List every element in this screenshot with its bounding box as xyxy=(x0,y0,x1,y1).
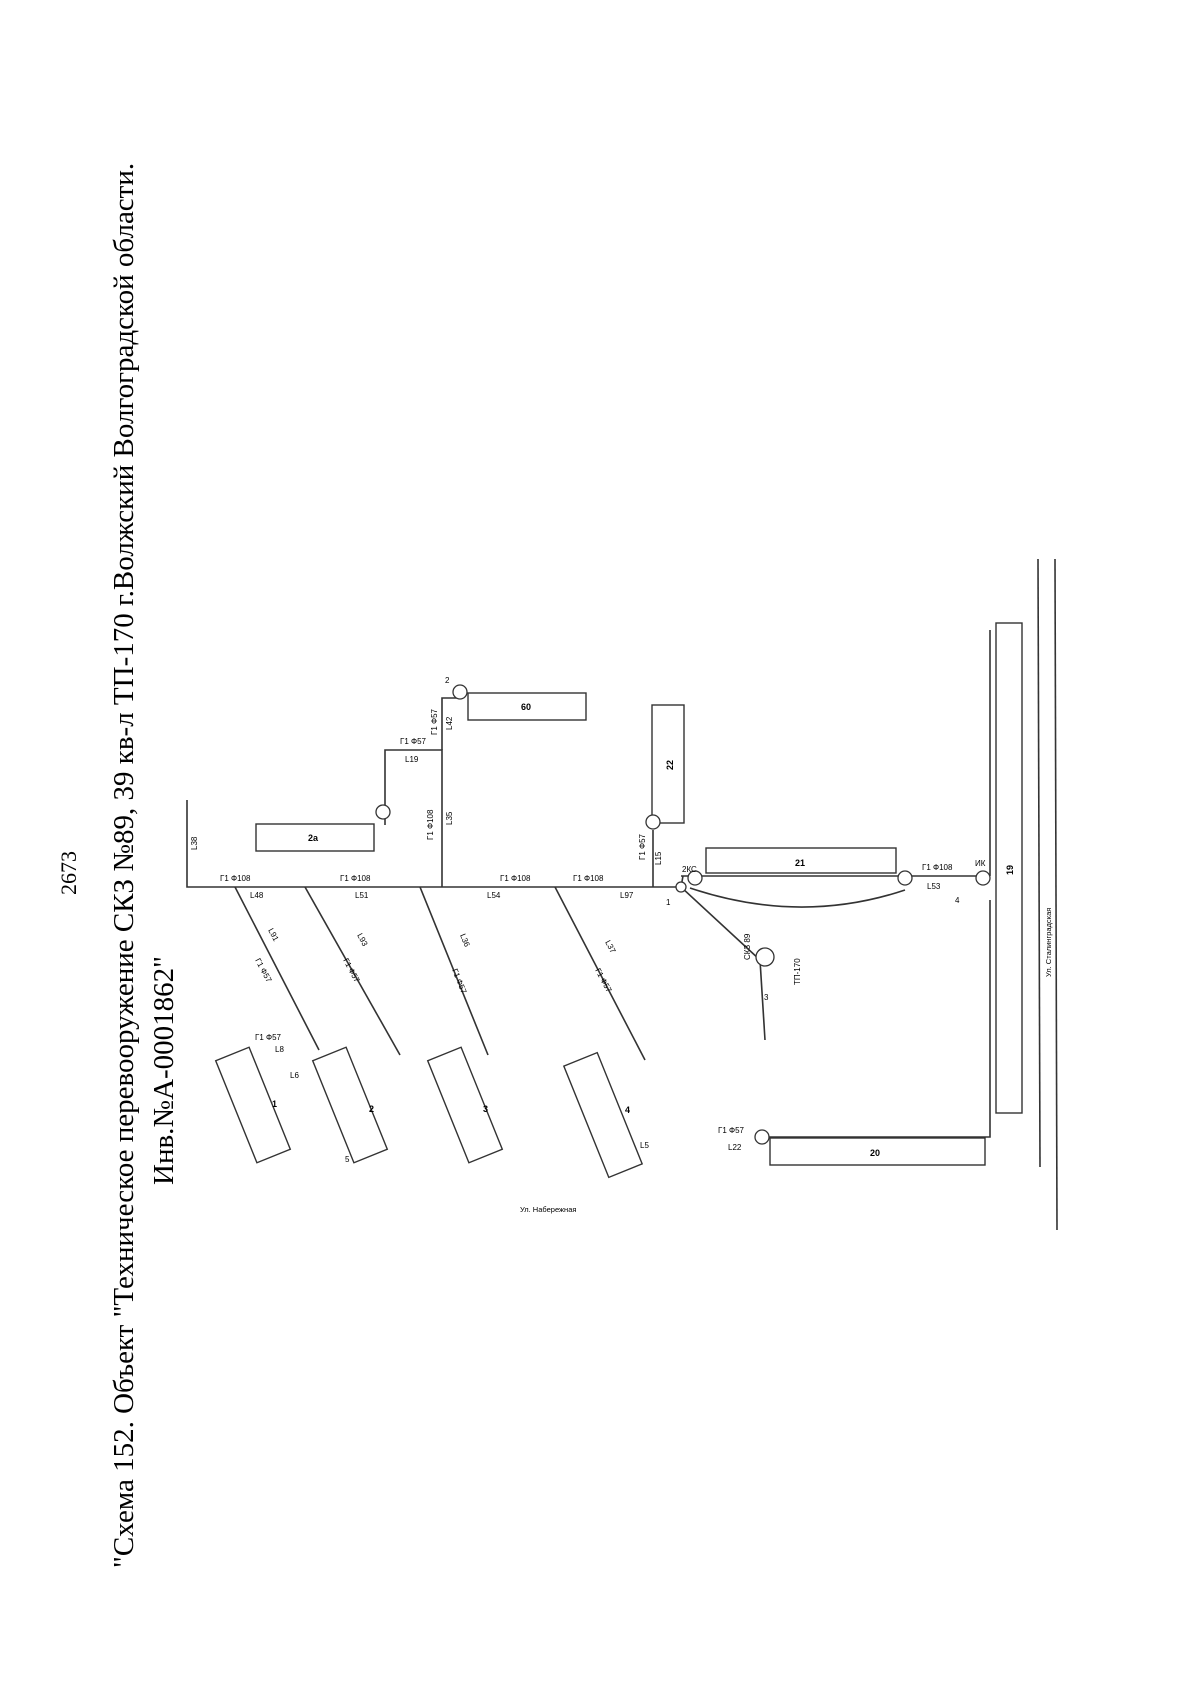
building-19-label: 19 xyxy=(1005,865,1015,875)
label-L15: L15 xyxy=(654,851,663,865)
label-L54: L54 xyxy=(487,891,501,900)
marker-22 xyxy=(645,814,661,830)
building-4-label: 4 xyxy=(625,1105,630,1115)
tap-label-L8: L8 xyxy=(275,1045,284,1054)
street-line-1 xyxy=(1037,558,1041,1168)
skz-station-symbol xyxy=(755,947,775,967)
label-g53: Г1 Ф108 xyxy=(922,863,953,872)
building-2 xyxy=(311,1046,389,1164)
branch-2a xyxy=(384,749,443,887)
marker-2a xyxy=(375,804,391,820)
building-60 xyxy=(467,692,587,721)
branch-2 xyxy=(304,886,401,1056)
building-20 xyxy=(769,1137,986,1166)
label-L53: L53 xyxy=(927,882,941,891)
label-g54: Г1 Ф108 xyxy=(500,874,531,883)
branch-1 xyxy=(234,886,320,1051)
label-L51: L51 xyxy=(355,891,369,900)
trunk-node xyxy=(675,881,687,893)
station-cable xyxy=(759,959,766,1041)
marker-label-2: 2 xyxy=(445,676,450,685)
label-L35: L35 xyxy=(445,811,454,825)
tp-label: ТП-170 xyxy=(793,958,802,985)
station-link xyxy=(680,886,761,961)
label-g51: Г1 Ф108 xyxy=(340,874,371,883)
building-22-label: 22 xyxy=(665,760,675,770)
building-22 xyxy=(651,704,685,824)
label-g15: Г1 Ф57 xyxy=(638,833,647,860)
label-g93: Г1 Ф57 xyxy=(341,957,361,985)
label-g48: Г1 Ф108 xyxy=(220,874,251,883)
building-2a-label: 2а xyxy=(308,833,319,843)
building-21 xyxy=(705,847,897,874)
label-g42: Г1 Ф57 xyxy=(430,708,439,735)
label-g97: Г1 Ф108 xyxy=(573,874,604,883)
building-19 xyxy=(995,622,1023,1114)
marker-21-right xyxy=(897,870,913,886)
label-L91: L91 xyxy=(266,927,280,943)
anode-cable xyxy=(689,887,906,908)
label-g22: Г1 Ф57 xyxy=(718,1126,745,1135)
label-L38: L38 xyxy=(190,836,199,850)
tap-label-g: Г1 Ф57 xyxy=(255,1033,282,1042)
label-L22: L22 xyxy=(728,1143,742,1152)
tap-label-L6: L6 xyxy=(290,1071,299,1080)
marker-label-ikp: ИК xyxy=(975,859,986,868)
main-pipeline xyxy=(186,800,681,888)
line-20 xyxy=(760,900,991,1138)
building-2a xyxy=(255,823,375,852)
marker-label-4: 4 xyxy=(955,896,960,905)
label-L97: L97 xyxy=(620,891,634,900)
label-g35: Г1 Ф108 xyxy=(426,809,435,840)
building-2-label: 2 xyxy=(369,1104,374,1114)
label-L36: L36 xyxy=(458,932,472,948)
label-L37: L37 xyxy=(603,939,617,955)
label-g37: Г1 Ф57 xyxy=(593,967,613,995)
marker-20 xyxy=(754,1129,770,1145)
building-3-label: 3 xyxy=(483,1104,488,1114)
label-g91: Г1 Ф57 xyxy=(253,957,273,985)
marker-label-3: 3 xyxy=(764,993,769,1002)
building-3 xyxy=(426,1046,504,1164)
street-naberezhnaya-label: Ул. Набережная xyxy=(520,1205,576,1214)
label-L42: L42 xyxy=(445,716,454,730)
street-line-2 xyxy=(1054,558,1058,1231)
building-21-label: 21 xyxy=(795,858,805,868)
building-1 xyxy=(214,1046,292,1164)
skz-label: СКЗ 89 xyxy=(743,933,752,960)
label-L48: L48 xyxy=(250,891,264,900)
tap-label-L5: L5 xyxy=(640,1141,649,1150)
branch-60 xyxy=(441,697,460,750)
marker-label-1: 1 xyxy=(666,898,671,907)
building-60-label: 60 xyxy=(521,702,531,712)
building-20-label: 20 xyxy=(870,1148,880,1158)
marker-label-5: 5 xyxy=(345,1155,350,1164)
label-g36: Г1 Ф57 xyxy=(450,967,468,995)
label-L93: L93 xyxy=(355,932,369,948)
label-g19: Г1 Ф57 xyxy=(400,737,427,746)
marker-21-left xyxy=(687,870,703,886)
branch-4 xyxy=(554,886,646,1061)
marker-60 xyxy=(452,684,468,700)
marker-19 xyxy=(975,870,991,886)
marker-label-skz: 2КС xyxy=(682,865,697,874)
street-stalingradskaya-label: Ул. Сталинградская xyxy=(1044,908,1053,977)
building-1-label: 1 xyxy=(272,1099,277,1109)
label-L19: L19 xyxy=(405,755,419,764)
branch-3 xyxy=(419,886,489,1056)
building-4 xyxy=(562,1051,644,1179)
